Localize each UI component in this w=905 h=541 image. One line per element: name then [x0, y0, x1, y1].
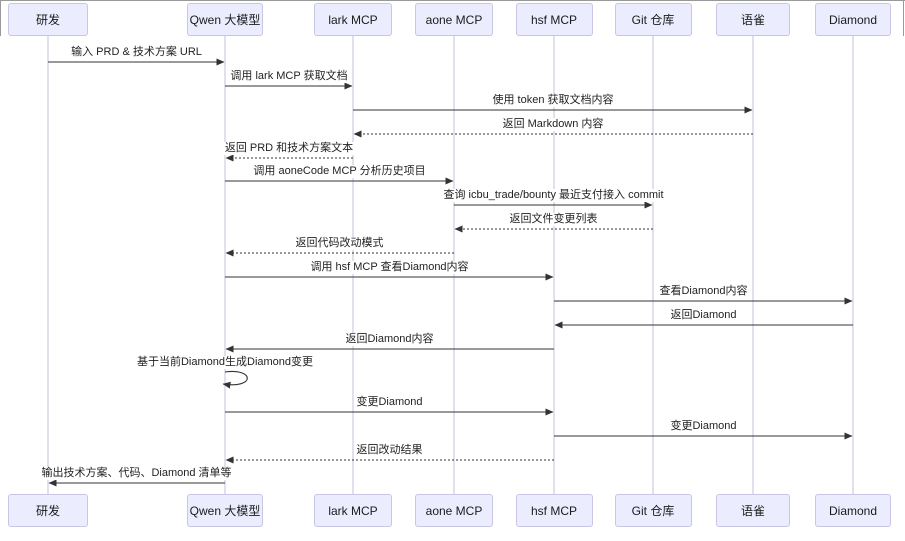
page-right-border	[903, 0, 904, 36]
page-left-border	[0, 0, 1, 36]
page-top-border	[0, 0, 905, 1]
message-self-loop-13	[222, 370, 248, 389]
